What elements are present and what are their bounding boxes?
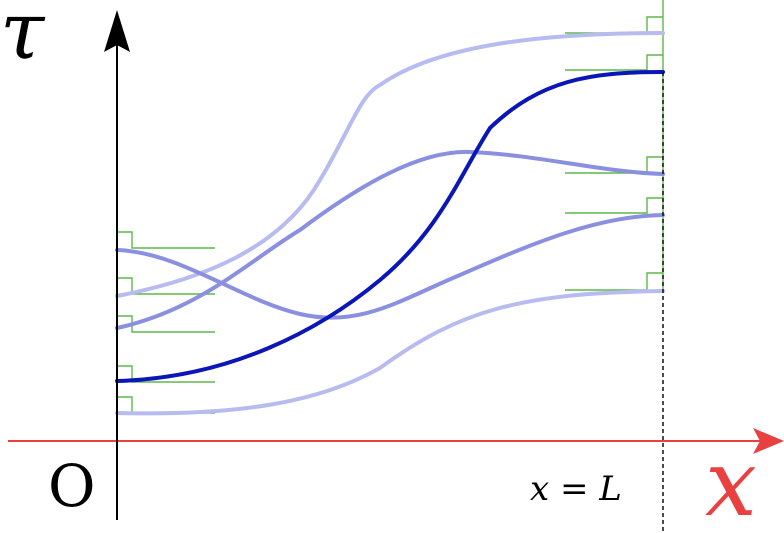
left-step-marker (117, 231, 215, 249)
left-step-marker (117, 365, 215, 383)
curve-medium-2 (115, 213, 665, 320)
curve-medium-1 (115, 149, 665, 330)
boundary-label: x = L (530, 469, 622, 509)
curve-light-bottom (115, 289, 665, 416)
tau-axis-label: τ (0, 0, 46, 77)
x-axis-arrowhead (753, 428, 784, 454)
curve-strong (115, 70, 665, 383)
left-step-marker (117, 277, 215, 295)
right-step-marker (565, 16, 663, 34)
tau-axis-arrowhead (104, 10, 130, 52)
green-step-markers (116, 0, 664, 414)
curve-light-top (115, 31, 665, 298)
origin-label: O (48, 452, 96, 520)
right-step-marker (565, 156, 663, 174)
x-axis-label: x (705, 430, 757, 533)
right-step-marker (565, 272, 663, 291)
right-step-marker (565, 197, 663, 214)
right-step-marker (565, 54, 663, 71)
